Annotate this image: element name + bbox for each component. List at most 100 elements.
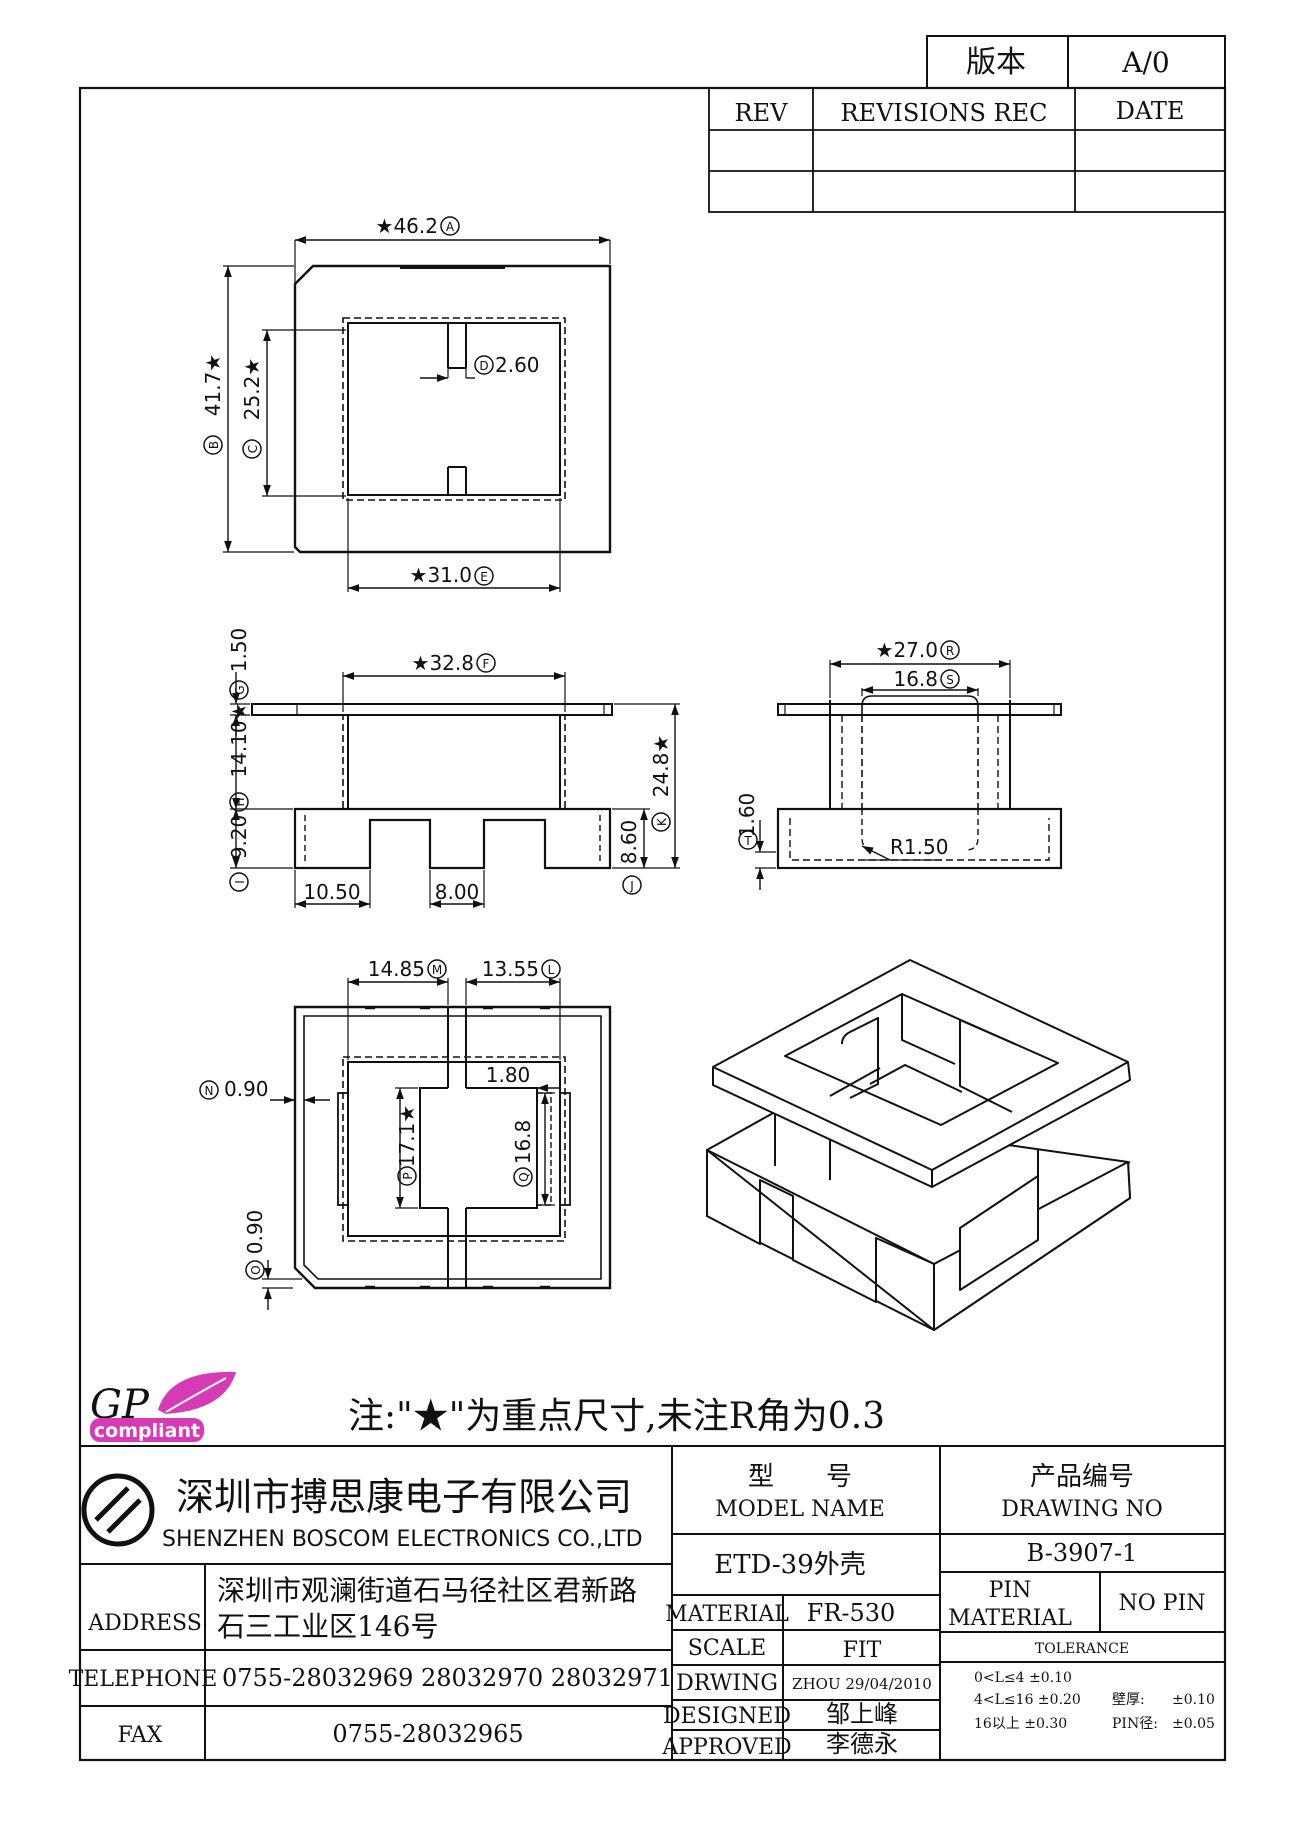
company-logo-icon xyxy=(81,1473,155,1547)
pin-diameter-label: PIN径: xyxy=(1112,1716,1158,1732)
svg-text:1.50: 1.50 xyxy=(227,628,251,673)
revisions-rec-header: REVISIONS REC xyxy=(840,99,1047,127)
dimension-inner: 1.80 xyxy=(486,1063,531,1087)
svg-text:9.20: 9.20 xyxy=(227,815,251,860)
svg-text:J: J xyxy=(629,879,634,893)
dimension-E-value: ★31.0 xyxy=(410,563,472,587)
dimension-M-marker: M xyxy=(427,959,447,979)
dimension-C: 25.2★ C xyxy=(240,358,264,459)
dimension-radius: R1.50 xyxy=(890,835,948,859)
gp-compliant-logo: GP compliant xyxy=(90,1371,236,1442)
svg-text:14.10★: 14.10★ xyxy=(227,702,251,777)
dimension-T-marker: T xyxy=(738,830,758,850)
dimension-L-marker: L xyxy=(541,959,561,979)
material-value: FR-530 xyxy=(807,1599,896,1627)
svg-text:41.7★: 41.7★ xyxy=(201,354,225,416)
dimension-T: 1.60 xyxy=(735,793,759,838)
telephone-value: 0755-28032969 28032970 28032971 xyxy=(222,1664,673,1692)
svg-text:M: M xyxy=(432,963,442,977)
wall-thickness-value: ±0.10 xyxy=(1172,1692,1215,1708)
model-label-en: MODEL NAME xyxy=(715,1497,885,1522)
side-view xyxy=(755,660,1063,890)
scale-value: FIT xyxy=(843,1638,882,1663)
svg-text:0.90: 0.90 xyxy=(243,1210,267,1255)
dimension-F-marker: F xyxy=(476,653,496,673)
drawing-note: 注:"★"为重点尺寸,未注R角为0.3 xyxy=(348,1396,885,1437)
pin-material-value: NO PIN xyxy=(1118,1591,1205,1616)
fax-label: FAX xyxy=(118,1723,163,1748)
tolerance-row-2: 4<L≤16 ±0.20 xyxy=(974,1692,1081,1708)
dimension-Q: 16.8 Q xyxy=(511,1120,535,1187)
svg-text:E: E xyxy=(480,570,488,584)
svg-text:G: G xyxy=(233,685,247,694)
version-value: A/0 xyxy=(1121,46,1169,79)
dimension-R-value: ★27.0 xyxy=(876,638,938,662)
dimension-H: 14.10★ H xyxy=(227,702,251,812)
dimension-N-value: 0.90 xyxy=(224,1077,269,1101)
approved-label: APPROVED xyxy=(661,1735,791,1760)
svg-text:8.60: 8.60 xyxy=(617,820,641,865)
pin-diameter-value: ±0.05 xyxy=(1172,1716,1215,1732)
svg-text:K: K xyxy=(655,817,669,826)
front-view xyxy=(230,672,680,908)
model-value: ETD-39外壳 xyxy=(714,1550,866,1580)
svg-text:A: A xyxy=(446,220,455,234)
approved-value: 李德永 xyxy=(826,1730,898,1758)
dimension-P: 17.1★ P xyxy=(395,1105,419,1186)
tolerance-row-1: 0<L≤4 ±0.10 xyxy=(974,1670,1072,1686)
dimension-N-marker: N xyxy=(199,1080,219,1100)
designed-value: 邹上峰 xyxy=(826,1700,898,1728)
svg-text:H: H xyxy=(233,797,247,806)
drawn-by-value: ZHOU 29/04/2010 xyxy=(792,1675,932,1693)
isometric-view xyxy=(706,959,1131,1331)
dimension-slot-left: 10.50 xyxy=(303,880,360,904)
dimension-J-marker: J xyxy=(622,875,642,895)
dimension-M-value: 14.85 xyxy=(368,957,425,981)
dimension-J: 8.60 xyxy=(617,820,641,865)
svg-text:24.8★: 24.8★ xyxy=(649,735,673,797)
svg-text:O: O xyxy=(249,1265,263,1274)
address-label: ADDRESS xyxy=(87,1611,202,1636)
svg-text:B: B xyxy=(207,441,221,449)
dimension-A-marker: A xyxy=(440,216,460,236)
svg-text:Q: Q xyxy=(517,1172,531,1181)
svg-text:R: R xyxy=(946,644,954,658)
svg-text:S: S xyxy=(946,673,954,687)
dimension-G: 1.50 G xyxy=(227,628,251,700)
dimension-A-value: ★46.2 xyxy=(376,214,438,238)
dimension-K: 24.8★ K xyxy=(649,735,673,832)
dimension-R-marker: R xyxy=(940,640,960,660)
svg-text:C: C xyxy=(246,445,260,453)
svg-text:25.2★: 25.2★ xyxy=(240,358,264,420)
drawing-border xyxy=(78,86,1227,1762)
model-label-cn: 型 号 xyxy=(748,1462,852,1492)
pin-material-label-1: PIN xyxy=(989,1578,1032,1603)
address-line2: 石三工业区146号 xyxy=(217,1610,438,1643)
company-name-en: SHENZHEN BOSCOM ELECTRONICS CO.,LTD xyxy=(162,1527,643,1552)
svg-text:N: N xyxy=(205,1084,214,1098)
svg-text:L: L xyxy=(548,963,555,977)
material-label: MATERIAL xyxy=(665,1602,789,1627)
company-name-cn: 深圳市搏思康电子有限公司 xyxy=(176,1475,632,1519)
address-line1: 深圳市观澜街道石马径社区君新路 xyxy=(217,1574,637,1607)
top-view xyxy=(223,236,612,592)
drawing-no-value: B-3907-1 xyxy=(1027,1539,1138,1567)
drawn-by-label: DRWING xyxy=(676,1671,778,1696)
dimension-O: 0.90 O xyxy=(243,1210,267,1280)
svg-text:T: T xyxy=(743,834,752,848)
svg-text:P: P xyxy=(401,1172,415,1179)
drawing-no-label-en: DRAWING NO xyxy=(1001,1497,1163,1522)
scale-label: SCALE xyxy=(688,1636,766,1661)
drawing-no-label-cn: 产品编号 xyxy=(1030,1462,1134,1492)
tolerance-row-3: 16以上 ±0.30 xyxy=(974,1716,1067,1732)
svg-text:D: D xyxy=(479,359,488,373)
telephone-label: TELEPHONE xyxy=(69,1667,218,1692)
pin-material-label-2: MATERIAL xyxy=(948,1606,1072,1631)
svg-text:16.8: 16.8 xyxy=(511,1120,535,1165)
dimension-B: 41.7★ B xyxy=(201,354,225,455)
revision-table xyxy=(708,87,1226,213)
fax-value: 0755-28032965 xyxy=(332,1720,523,1748)
bottom-view xyxy=(262,978,612,1310)
svg-text:17.1★: 17.1★ xyxy=(395,1105,419,1167)
